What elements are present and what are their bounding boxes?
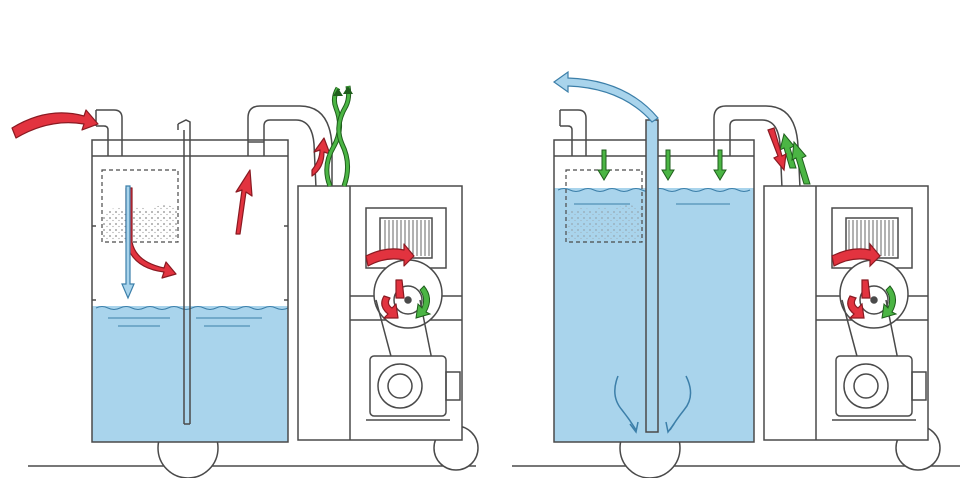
motor-icon — [366, 299, 461, 421]
outlet-pipe — [247, 105, 333, 189]
air-arrow — [125, 187, 177, 279]
pressure-arrows — [597, 132, 811, 185]
fan-arrow — [415, 285, 432, 319]
air-arrow — [311, 137, 331, 177]
center-tube — [645, 119, 659, 433]
outlet-pipe — [713, 105, 801, 189]
inlet-pipe — [559, 109, 587, 156]
water-arrow — [552, 70, 659, 123]
air-arrow — [365, 243, 415, 267]
air-arrow — [395, 279, 405, 299]
flow-arrow — [713, 149, 727, 181]
fan-arrow — [881, 285, 898, 319]
center-tube — [177, 119, 191, 425]
flow-arrow — [661, 149, 675, 181]
air-arrow — [11, 109, 99, 139]
filter-bag-icon — [101, 169, 179, 243]
inlet-pipe — [95, 109, 123, 156]
water-arrow — [121, 185, 135, 300]
air-arrow — [767, 127, 787, 172]
right-panel — [512, 70, 960, 479]
exhaust-flow — [324, 85, 353, 187]
air-flow-arrows — [11, 109, 415, 319]
air-arrow — [847, 295, 865, 319]
air-flow-arrows — [767, 127, 881, 319]
air-arrow — [831, 242, 881, 268]
air-arrow — [861, 279, 871, 299]
flow-arrow — [791, 140, 811, 185]
left-panel — [11, 85, 479, 479]
motor-icon — [832, 299, 927, 421]
air-arrow — [235, 169, 253, 235]
air-arrow — [381, 295, 399, 319]
flow-arrow — [597, 149, 611, 181]
water-surface — [95, 306, 289, 327]
bottom-swirl-arrows — [614, 375, 692, 434]
